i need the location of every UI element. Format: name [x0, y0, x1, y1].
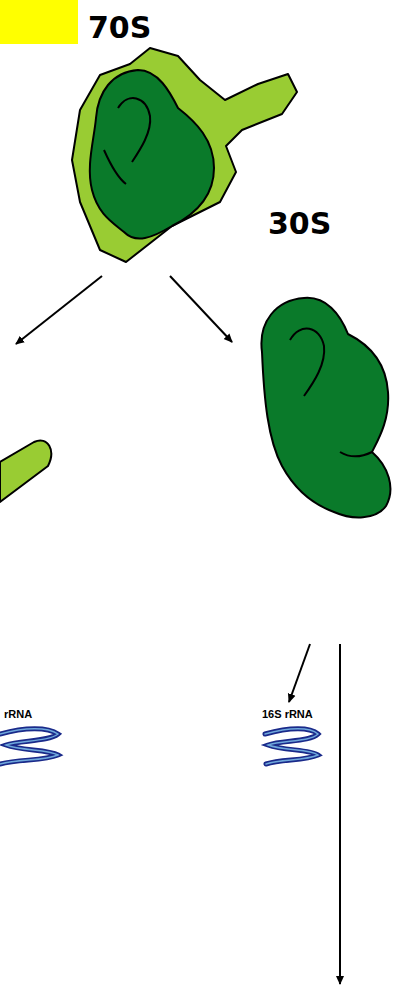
subunit-groove	[118, 98, 150, 162]
subunit-label: 70S	[88, 10, 151, 45]
rrna-label: 16S rRNA	[262, 708, 313, 720]
small-subunit	[261, 298, 390, 518]
rrna-label: rRNA	[4, 708, 32, 720]
arrow	[289, 644, 310, 702]
large-subunit	[72, 48, 297, 262]
large-subunit	[0, 441, 51, 502]
small-subunit	[90, 70, 214, 239]
subunit-groove	[290, 329, 324, 396]
arrow	[170, 276, 232, 342]
rrna-strand	[0, 729, 58, 764]
arrow	[339, 644, 341, 984]
subunit-label: 30S	[268, 206, 331, 241]
highlight-box	[0, 0, 78, 44]
arrow	[16, 276, 102, 344]
rrna-strand	[265, 729, 318, 764]
subunit-groove	[104, 150, 126, 184]
subunit-groove	[340, 452, 372, 457]
